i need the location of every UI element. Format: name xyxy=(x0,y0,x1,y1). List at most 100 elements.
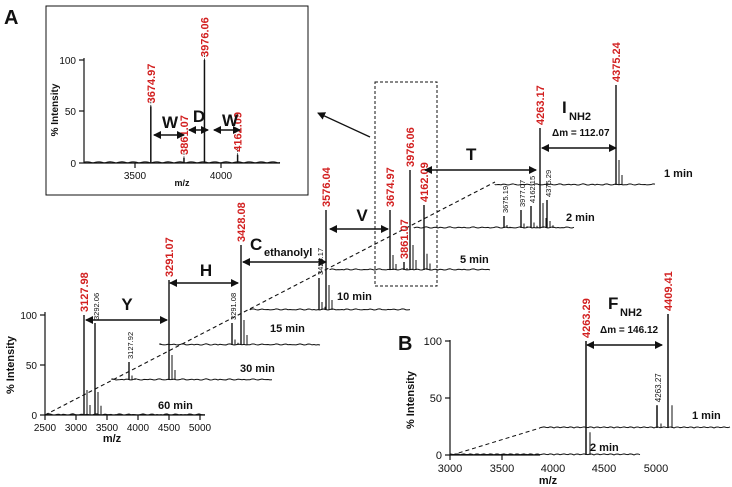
inset-residue-d: D xyxy=(188,107,209,134)
peak-label-3674.97: 3674.97 xyxy=(385,167,397,207)
b-xtick-4500: 4500 xyxy=(592,463,616,475)
residue-y-label: Y xyxy=(121,295,133,314)
peak-label-3127.92: 3127.92 xyxy=(126,332,135,359)
spectrum-baseline xyxy=(249,308,411,311)
inset-ytick-100: 100 xyxy=(59,56,76,67)
panel-a-main-axes: 100 50 0 2500 3000 3500 4000 4500 5000 m… xyxy=(5,181,496,445)
time-label-1min: 1 min xyxy=(664,168,693,180)
b-ylabel: % Intensity xyxy=(405,370,417,429)
inset-peak-label-3674.97: 3674.97 xyxy=(146,64,158,104)
b-time-label-1min: 1 min xyxy=(692,410,721,422)
time-label-5min: 5 min xyxy=(460,254,489,266)
time-label-60min: 60 min xyxy=(158,400,193,412)
spectrum-baseline xyxy=(111,378,273,381)
inset-panel: 100 50 0 3500 4000 m/z % Intensity 3674.… xyxy=(45,5,309,196)
spectrum-trace-60min xyxy=(44,315,206,416)
residue-t: T xyxy=(424,145,537,174)
residue-f: F NH2 Δm = 146.12 xyxy=(586,294,663,349)
inset-xlabel: m/z xyxy=(174,178,190,188)
time-label-2min: 2 min xyxy=(566,212,595,224)
time-label-15min: 15 min xyxy=(270,323,305,335)
peak-label-3675.19: 3675.19 xyxy=(501,186,510,213)
residue-i-label: I xyxy=(562,98,567,117)
b-xlabel: m/z xyxy=(539,475,558,487)
a-xtick-5000: 5000 xyxy=(189,423,212,434)
residue-i: I NH2 Δm = 112.07 xyxy=(541,98,617,152)
a-xtick-3500: 3500 xyxy=(96,423,119,434)
peak-label-3127.98: 3127.98 xyxy=(79,272,91,312)
residue-h-label: H xyxy=(200,261,212,280)
inset-ytick-0: 0 xyxy=(70,159,76,170)
b-xtick-3500: 3500 xyxy=(490,463,514,475)
residue-y: Y xyxy=(85,295,168,324)
b-ytick-50: 50 xyxy=(430,393,442,405)
peak-label-3428.08: 3428.08 xyxy=(236,202,248,242)
b-xtick-3000: 3000 xyxy=(438,463,462,475)
zoom-box xyxy=(374,81,438,287)
inset-ytick-50: 50 xyxy=(65,107,77,118)
inset-xtick-4000: 4000 xyxy=(210,171,233,182)
spectrum-baseline xyxy=(159,343,321,346)
peak-label-3977.07: 3977.07 xyxy=(518,180,527,207)
residue-f-delta: Δm = 146.12 xyxy=(600,325,659,336)
a-xtick-2500: 2500 xyxy=(34,423,57,434)
spectrum-trace-1min xyxy=(494,85,656,186)
residue-f-subscript: NH2 xyxy=(620,307,642,319)
inset-residue-w1-label: W xyxy=(162,113,179,132)
peak-label-3292.06: 3292.06 xyxy=(92,293,101,320)
b-time-label-2min: 2 min xyxy=(590,442,619,454)
b-peak-label-4263.29: 4263.29 xyxy=(581,298,593,338)
peak-label-3291.08: 3291.08 xyxy=(229,293,238,320)
inset-baseline xyxy=(83,161,281,164)
panel-label-a: A xyxy=(4,7,18,29)
a-ylabel: % Intensity xyxy=(5,335,17,394)
peak-label-4375.29: 4375.29 xyxy=(544,170,553,197)
panel-label-b: B xyxy=(398,333,412,355)
residue-c: C ethanolyl xyxy=(242,235,327,266)
spectrum-trace-5min xyxy=(329,170,491,271)
b-trace-1min: 4263.27 4409.41 xyxy=(539,271,731,429)
inset-ylabel: % Intensity xyxy=(50,83,61,136)
peak-label-3976.06: 3976.06 xyxy=(405,127,417,167)
panel-b-axes: 100 50 0 3000 3500 4000 4500 5000 m/z % … xyxy=(405,336,668,487)
b-ytick-100: 100 xyxy=(424,336,442,348)
time-label-10min: 10 min xyxy=(337,291,372,303)
inset-residue-w1: W xyxy=(153,113,185,139)
b-peak-label-4409.41: 4409.41 xyxy=(663,271,675,311)
inset-residue-w2-label: W xyxy=(222,111,239,130)
residue-t-label: T xyxy=(466,145,477,164)
a-ytick-0: 0 xyxy=(31,411,37,422)
peak-label-3291.07: 3291.07 xyxy=(164,237,176,277)
inset-residue-d-label: D xyxy=(193,107,205,126)
inset-frame xyxy=(45,5,309,196)
residue-c-subscript: ethanolyl xyxy=(264,247,312,259)
residue-i-delta: Δm = 112.07 xyxy=(552,128,610,139)
residue-f-label: F xyxy=(608,294,618,313)
a-xtick-4000: 4000 xyxy=(127,423,150,434)
panel-b-spectra: 4263.29 4263.27 4409.41 xyxy=(449,271,731,456)
peak-label-4162.15: 4162.15 xyxy=(528,176,537,203)
a-ytick-100: 100 xyxy=(20,311,37,322)
spectrum-trace-15min xyxy=(159,245,321,346)
a-ytick-50: 50 xyxy=(26,361,38,372)
zoom-arrow xyxy=(317,112,371,138)
inset-xtick-3500: 3500 xyxy=(124,171,147,182)
b-baseline xyxy=(449,453,641,456)
peak-label-3576.04: 3576.04 xyxy=(321,166,333,207)
b-baseline xyxy=(539,426,731,429)
b-ytick-0: 0 xyxy=(436,450,442,462)
peak-label-4263.17: 4263.17 xyxy=(535,85,547,125)
b-diagonal-guide xyxy=(451,427,541,456)
residue-c-label: C xyxy=(250,235,262,254)
residue-h: H xyxy=(169,261,239,287)
b-trace-2min: 4263.29 xyxy=(449,298,641,456)
spectrum-trace-30min xyxy=(111,280,273,381)
time-label-30min: 30 min xyxy=(240,363,275,375)
inset-residue-w2: W xyxy=(213,111,241,134)
residue-v-label: V xyxy=(356,206,368,225)
b-xtick-5000: 5000 xyxy=(644,463,668,475)
b-peak-label-4263.27: 4263.27 xyxy=(654,373,663,402)
spectrum-baseline xyxy=(44,413,206,416)
